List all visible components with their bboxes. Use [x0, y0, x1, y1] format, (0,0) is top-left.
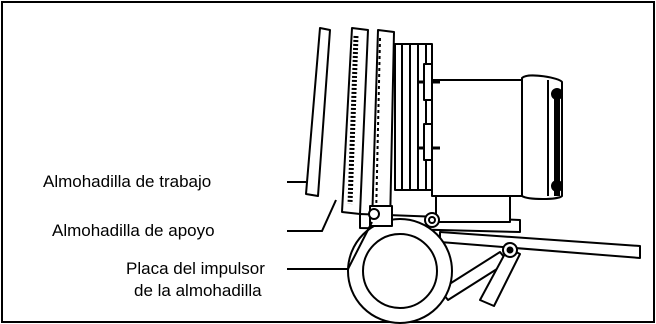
- driver-plate-body: [371, 29, 395, 227]
- driver-hub-bolt: [368, 208, 380, 220]
- label-driver-plate-line1: Placa del impulsor: [126, 259, 265, 278]
- motor-housing: [431, 79, 523, 197]
- label-driver-plate-line2: de la almohadilla: [134, 281, 262, 300]
- end-cap-nut-bottom: [551, 180, 563, 192]
- label-work-pad: Almohadilla de trabajo: [43, 172, 212, 191]
- end-cap-nut-top: [551, 88, 563, 100]
- motor-base: [435, 195, 511, 223]
- leader-driver-plate: [287, 221, 373, 270]
- driver-plate-teeth: [375, 37, 381, 219]
- work-pad-body: [305, 27, 331, 197]
- clamp-bottom: [423, 123, 433, 161]
- pedal-pivot-dot: [506, 246, 514, 254]
- label-backing-pad: Almohadilla de apoyo: [52, 221, 215, 240]
- end-cap-bolt: [554, 90, 560, 196]
- leader-backing-pad: [287, 199, 337, 232]
- handle-bar: [439, 231, 641, 259]
- motor-end-cap: [521, 74, 563, 200]
- clamp-top: [423, 63, 433, 101]
- machine-drawing: [305, 27, 641, 324]
- axle-hub-inner: [428, 216, 436, 224]
- wheel-inner: [362, 233, 438, 309]
- pedal-lever: [479, 247, 521, 307]
- backing-pad-hatch: [347, 35, 359, 205]
- leader-lines: [287, 181, 373, 270]
